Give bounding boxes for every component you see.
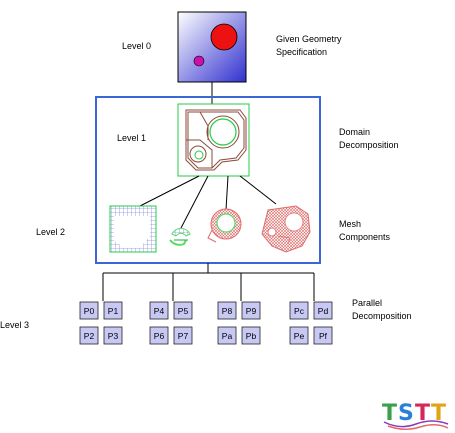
processor-label: Pe <box>294 331 305 341</box>
mesh-component-red-ring <box>207 208 242 243</box>
processor-box: P0 <box>79 301 99 320</box>
processor-box: P2 <box>79 326 99 345</box>
processor-box: Pa <box>217 326 237 345</box>
processor-label: P2 <box>84 331 95 341</box>
processor-box-rect <box>79 301 99 320</box>
processor-box-rect <box>173 326 193 345</box>
logo-letter: S <box>398 401 414 426</box>
geometry-description-line1: Given Geometry <box>276 34 342 44</box>
processor-label: Pd <box>318 306 329 316</box>
geometry-small-circle <box>193 55 205 67</box>
processor-box: Pb <box>241 326 261 345</box>
logo-letter: T <box>431 401 446 426</box>
level-0-label: Level 0 <box>122 41 151 51</box>
processor-box: P3 <box>103 326 123 345</box>
processor-label: P5 <box>178 306 189 316</box>
processor-box-rect <box>289 301 309 320</box>
processor-label: P3 <box>108 331 119 341</box>
logo-underline <box>383 420 449 430</box>
processor-box: P4 <box>149 301 169 320</box>
processor-label: P1 <box>108 306 119 316</box>
processor-label: P4 <box>154 306 165 316</box>
parallel-tree-connectors <box>102 263 315 301</box>
processor-box: P5 <box>173 301 193 320</box>
mesh-component-red-complex <box>261 205 311 253</box>
level-2-label: Level 2 <box>36 227 65 237</box>
processor-box-rect <box>149 326 169 345</box>
processor-label: P6 <box>154 331 165 341</box>
processor-box-rect <box>103 326 123 345</box>
processor-box: Pd <box>313 301 333 320</box>
processor-box: P1 <box>103 301 123 320</box>
logo-letter: T <box>382 401 397 426</box>
parallel-description-line2: Decomposition <box>352 311 412 321</box>
processor-box-rect <box>289 326 309 345</box>
processor-box-rect <box>173 301 193 320</box>
logo-letter: T <box>415 401 430 426</box>
processor-box: P6 <box>149 326 169 345</box>
processor-box-rect <box>217 301 237 320</box>
processor-box-rect <box>313 301 333 320</box>
processor-label: P0 <box>84 306 95 316</box>
processor-box: Pc <box>289 301 309 320</box>
domain-inner-circle <box>209 118 237 146</box>
domain-decomposition-shape <box>185 109 247 171</box>
mesh-description-line2: Components <box>339 232 391 242</box>
processor-label: P7 <box>178 331 189 341</box>
processor-label: Pb <box>246 331 257 341</box>
processor-box: P8 <box>217 301 237 320</box>
processor-label: Pf <box>319 331 328 341</box>
processor-box-rect <box>79 326 99 345</box>
processor-label: P8 <box>222 306 233 316</box>
processor-label: Pc <box>294 306 305 316</box>
mesh-component-green <box>169 227 191 246</box>
level-3-label: Level 3 <box>0 320 29 330</box>
processor-box-rect <box>241 301 261 320</box>
domain-to-mesh-connectors <box>139 175 277 229</box>
processor-box: P7 <box>173 326 193 345</box>
processor-box-rect <box>103 301 123 320</box>
geometry-large-circle <box>210 23 238 51</box>
mesh-component-blue <box>109 205 157 253</box>
processor-box-rect <box>241 326 261 345</box>
domain-description-line2: Decomposition <box>339 140 399 150</box>
domain-small-circle <box>194 150 204 160</box>
geometry-specification-box <box>177 11 247 83</box>
processor-box-rect <box>217 326 237 345</box>
processor-box-rect <box>149 301 169 320</box>
processor-box: Pe <box>289 326 309 345</box>
mesh-description-line1: Mesh <box>339 219 361 229</box>
level-1-label: Level 1 <box>117 133 146 143</box>
geometry-description-line2: Specification <box>276 47 327 57</box>
processor-box: Pf <box>313 326 333 345</box>
parallel-description-line1: Parallel <box>352 298 382 308</box>
processor-label: P9 <box>246 306 257 316</box>
processor-box-rect <box>313 326 333 345</box>
domain-description-line1: Domain <box>339 127 370 137</box>
processor-box: P9 <box>241 301 261 320</box>
processor-label: Pa <box>222 331 233 341</box>
